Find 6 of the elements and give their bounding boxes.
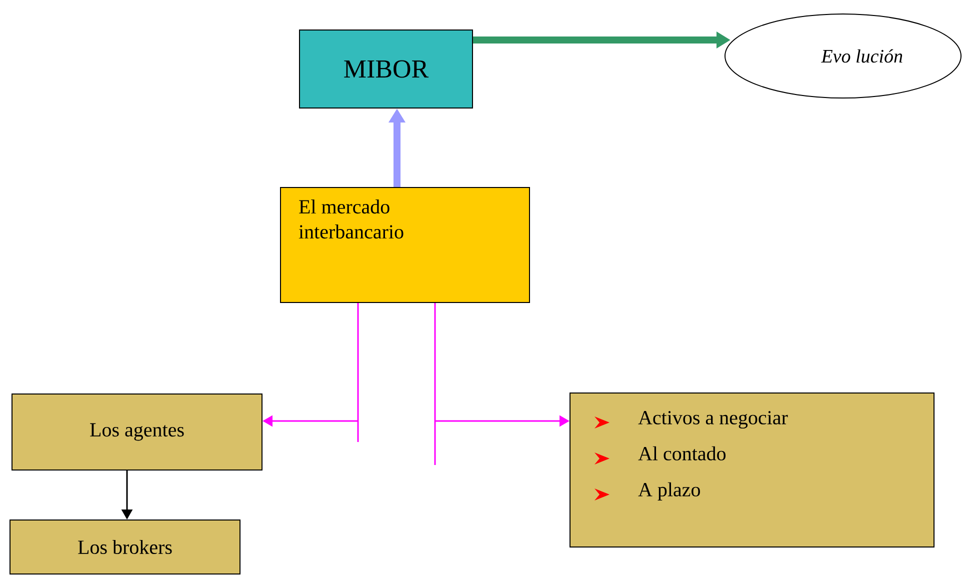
market-box: El mercado interbancario (280, 187, 530, 303)
brokers-box: Los brokers (10, 520, 240, 574)
rate-box: MIBOR (299, 30, 473, 108)
list-box: Activos a negociar Al contado A plazo (570, 392, 935, 548)
agents-box: Los agentes (12, 394, 262, 470)
oval: Evo lución (724, 14, 962, 98)
